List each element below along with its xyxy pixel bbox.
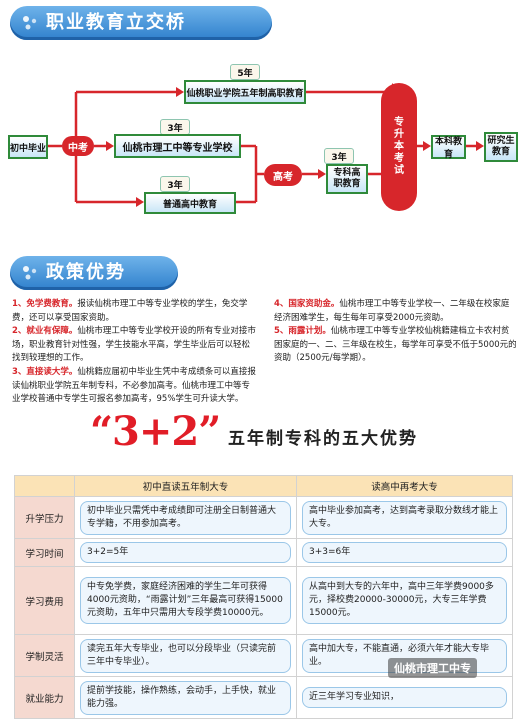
table-header-blank	[14, 475, 75, 497]
box-specialist: 专科高职教育	[326, 164, 368, 194]
heading-five-advantages: 五年制专科的五大优势	[228, 429, 418, 449]
policy-item-head: 5、雨露计划。	[274, 326, 331, 337]
policy-item: 1、免学费教育。报读仙桃市理工中等专业学校的学生，免交学费，还可以享受国家资助。	[12, 298, 258, 325]
upgrade-char: 考	[394, 153, 404, 164]
cell-option-a: 3+2=5年	[74, 538, 297, 567]
cell-text: 从高中到大专的六年中，高中三年学费9000多元，择校费20000-30000元，…	[302, 577, 507, 624]
table-row: 升学压力 初中毕业只需凭中考成绩即可注册全日制普通大专学籍，不用参加高考。 高中…	[14, 496, 513, 539]
cell-option-a: 初中毕业只需凭中考成绩即可注册全日制普通大专学籍，不用参加高考。	[74, 496, 297, 539]
watermark: 仙桃市理工中专	[388, 658, 477, 678]
policy-col-left: 1、免学费教育。报读仙桃市理工中等专业学校的学生，免交学费，还可以享受国家资助。…	[12, 298, 258, 407]
cell-option-b: 3+3=6年	[296, 538, 513, 567]
cell-text: 高中毕业参加高考，达到高考录取分数线才能上大专。	[302, 500, 507, 535]
tag-top-years: 5年	[230, 64, 260, 80]
box-high-school: 普通高中教育	[144, 192, 236, 214]
policy-item-body: 仙桃市理工中等专业学校一、二年级在校家庭经济困难学生，每生每年可享受2000元资…	[274, 299, 510, 323]
table-row: 就业能力 提前学技能，操作熟练，会动手，上手快，就业能力强。 近三年学习专业知识…	[14, 676, 513, 719]
policy-col-right: 4、国家资助金。仙桃市理工中等专业学校一、二年级在校家庭经济困难学生，每生每年可…	[274, 298, 517, 366]
comparison-table: 初中直读五年制大专 读高中再考大专 升学压力 初中毕业只需凭中考成绩即可注册全日…	[14, 475, 513, 719]
cell-text: 初中毕业只需凭中考成绩即可注册全日制普通大专学籍，不用参加高考。	[80, 500, 291, 535]
cell-text: 近三年学习专业知识，	[302, 687, 507, 708]
section-banner-policy: 政策优势	[10, 256, 178, 290]
policy-item-head: 1、免学费教育。	[12, 299, 78, 309]
policy-item-body: 仙桃市理工中等专业学校仙桃籍建档立卡农村贫困家庭的一、二、三年级在校生，每学年可…	[274, 326, 517, 364]
policy-item-head: 2、就业有保障。	[12, 326, 78, 337]
upgrade-char: 试	[394, 165, 404, 176]
heading-3plus2: “3+2”	[90, 408, 221, 455]
section-title-bridge: 职业教育立交桥	[46, 12, 186, 33]
banner-deco-icon	[23, 16, 37, 30]
cell-option-a: 中专免学费，家庭经济困难的学生二年可获得4000元资助，“雨露计划”三年最高可获…	[74, 566, 297, 635]
cell-text: 提前学技能，操作熟练，会动手，上手快，就业能力强。	[80, 680, 291, 715]
cell-option-b: 从高中到大专的六年中，高中三年学费9000多元，择校费20000-30000元，…	[296, 566, 513, 635]
box-junior-grad: 初中毕业	[8, 135, 48, 159]
pill-gaokao: 高考	[264, 164, 302, 186]
table-row: 学习时间 3+2=5年 3+3=6年	[14, 538, 513, 567]
policy-item: 5、雨露计划。仙桃市理工中等专业学校仙桃籍建档立卡农村贫困家庭的一、二、三年级在…	[274, 325, 517, 366]
cell-text: 3+3=6年	[302, 542, 507, 563]
section-banner-bridge: 职业教育立交桥	[10, 6, 272, 40]
tag-mid-years: 3年	[160, 119, 190, 135]
table-row: 学习费用 中专免学费，家庭经济困难的学生二年可获得4000元资助，“雨露计划”三…	[14, 566, 513, 635]
box-five-year-college: 仙桃职业学院五年制高职教育	[184, 80, 306, 104]
policy-item-body: 仙桃籍应届初中毕业生凭中考成绩条可以直接报读仙桃职业学院五年制专科，不必参加高考…	[12, 366, 256, 405]
box-undergrad: 本科教育	[431, 135, 466, 160]
tag-bot-years: 3年	[160, 176, 190, 192]
cell-option-a: 提前学技能，操作熟练，会动手，上手快，就业能力强。	[74, 676, 297, 719]
box-vocational-school: 仙桃市理工中等专业学校	[114, 134, 241, 158]
box-graduate: 研究生教育	[484, 132, 518, 162]
upgrade-char: 本	[394, 141, 404, 152]
row-label: 学习费用	[14, 566, 75, 635]
policy-item: 4、国家资助金。仙桃市理工中等专业学校一、二年级在校家庭经济困难学生，每生每年可…	[274, 298, 517, 325]
policy-item-body: 报读仙桃市理工中等专业学校的学生，免交学费，还可以享受国家资助。	[12, 299, 248, 323]
row-label: 学习时间	[14, 538, 75, 567]
cell-option-b: 高中毕业参加高考，达到高考录取分数线才能上大专。	[296, 496, 513, 539]
policy-item-body: 仙桃市理工中等专业学校开设的所有专业对接市场，职业教育针对性强，学生技能水平高，…	[12, 326, 256, 364]
policy-item-head: 3、直接读大学。	[12, 366, 78, 377]
pill-upgrade-exam: 专 升 本 考 试	[381, 83, 417, 211]
cell-option-a: 读完五年大专毕业，也可以分段毕业（只读完前三年中专毕业）。	[74, 634, 297, 677]
pill-zhongkao: 中考	[62, 136, 94, 156]
cell-text: 中专免学费，家庭经济困难的学生二年可获得4000元资助，“雨露计划”三年最高可获…	[80, 577, 291, 624]
education-path-diagram: 初中毕业 中考 5年 仙桃职业学院五年制高职教育 3年 仙桃市理工中等专业学校 …	[0, 42, 524, 254]
cell-option-b: 近三年学习专业知识，	[296, 676, 513, 719]
table-row: 学制灵活 读完五年大专毕业，也可以分段毕业（只读完前三年中专毕业）。 高中加大专…	[14, 634, 513, 677]
table-header-col1: 初中直读五年制大专	[74, 475, 297, 497]
upgrade-char: 升	[394, 129, 404, 140]
policy-item-head: 4、国家资助金。	[274, 299, 340, 309]
banner-deco-icon	[23, 266, 37, 280]
section-title-policy: 政策优势	[46, 262, 126, 283]
tag-spec-years: 3年	[324, 148, 354, 164]
row-label: 就业能力	[14, 676, 75, 719]
policy-text: 1、免学费教育。报读仙桃市理工中等专业学校的学生，免交学费，还可以享受国家资助。…	[12, 298, 517, 410]
row-label: 学制灵活	[14, 634, 75, 677]
cell-text: 读完五年大专毕业，也可以分段毕业（只读完前三年中专毕业）。	[80, 638, 291, 673]
cell-text: 3+2=5年	[80, 542, 291, 563]
policy-item: 3、直接读大学。仙桃籍应届初中毕业生凭中考成绩条可以直接报读仙桃职业学院五年制专…	[12, 366, 258, 407]
table-header-col2: 读高中再考大专	[296, 475, 513, 497]
policy-item: 2、就业有保障。仙桃市理工中等专业学校开设的所有专业对接市场，职业教育针对性强，…	[12, 325, 258, 366]
table-header-row: 初中直读五年制大专 读高中再考大专	[14, 475, 513, 497]
upgrade-char: 专	[394, 117, 404, 128]
row-label: 升学压力	[14, 496, 75, 539]
